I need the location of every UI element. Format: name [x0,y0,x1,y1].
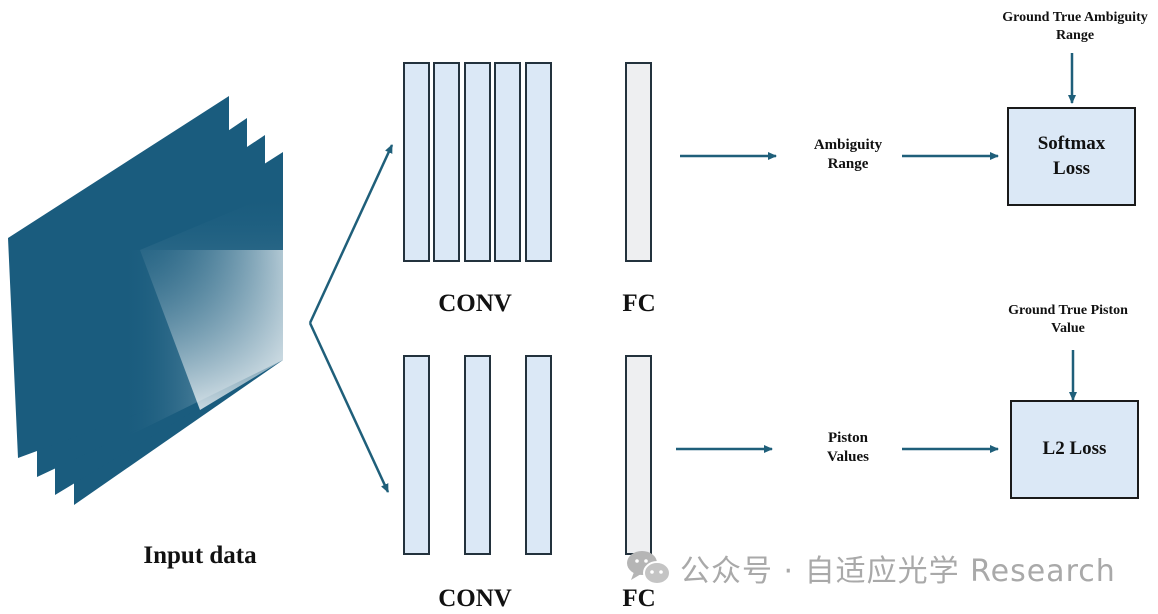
fc-label-bottom: FC [622,585,656,612]
arrow-to-branch-top [308,144,394,324]
conv-label-bottom: CONV [438,585,512,612]
split-arrows [308,144,394,493]
input-data-label: Input data [143,542,257,569]
conv-layer [403,355,430,555]
conv-layer [494,62,521,262]
ground-truth-piston-label: Ground True Piston Value [1008,303,1128,336]
softmax-loss-box: Softmax Loss [1007,107,1136,206]
input-data-stack [8,96,283,505]
wechat-icon [626,548,672,588]
conv-layer [464,355,491,555]
output-label-ambiguity: Ambiguity Range [813,137,883,172]
conv-layer [433,62,460,262]
conv-layer [525,62,552,262]
arrow-to-branch-bottom [308,322,390,493]
fc-layer-bottom [625,355,652,555]
l2-loss-box: L2 Loss [1010,400,1139,499]
conv-layer [403,62,430,262]
fc-label-top: FC [622,290,656,317]
conv-layer [525,355,552,555]
conv-layer [464,62,491,262]
watermark-text: 公众号 · 自适应光学 Research [680,554,1116,589]
input-frame-1 [8,96,283,458]
fc-layer-top [625,62,652,262]
ground-truth-ambiguity-label: Ground True Ambiguity Range [1002,10,1148,43]
output-label-piston: Piston Values [827,430,869,465]
watermark: 公众号 · 自适应光学 Research [626,546,1116,590]
conv-label-top: CONV [438,290,512,317]
